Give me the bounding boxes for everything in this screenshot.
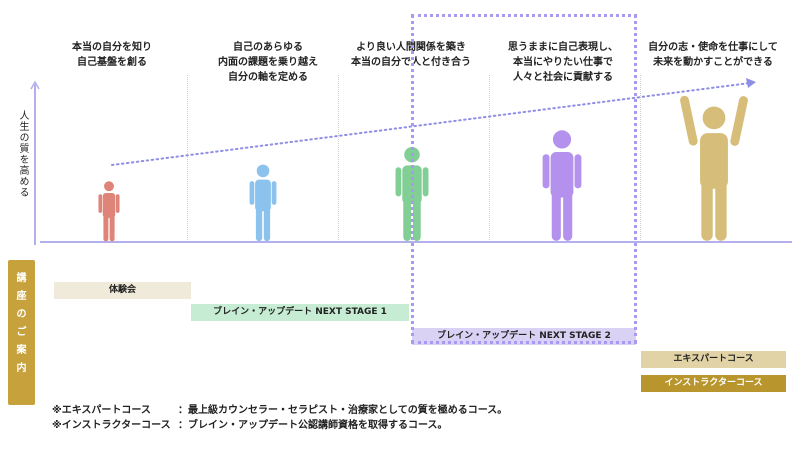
person-figure-stage-4-icon	[542, 130, 582, 241]
course-guide-label-text: 講 座 の ご 案 内	[16, 273, 27, 374]
trial-session-bar[interactable]: 体験会	[54, 282, 191, 299]
footnote-text: ：最上級カウンセラー・セラピスト・治療家としての質を極めるコース。	[178, 405, 508, 416]
column-separator	[489, 75, 490, 240]
column-separator	[338, 75, 339, 240]
column-separator	[640, 75, 641, 240]
next-stage-1-bar[interactable]: ブレイン・アップデート NEXT STAGE 1	[191, 304, 409, 321]
column-separator	[187, 75, 188, 240]
stage-5-title: 自分の志・使命を仕事にして 未来を動かすことができる	[648, 42, 778, 68]
stage-highlight-frame	[411, 14, 637, 344]
baseline	[40, 241, 792, 243]
y-axis-label: 人生の質を高める	[17, 110, 28, 198]
next-stage-2-bar[interactable]: ブレイン・アップデート NEXT STAGE 2	[412, 328, 636, 345]
person-figure-stage-2-icon	[249, 164, 277, 242]
footnote-expert: ※エキスパートコース ：最上級カウンセラー・セラピスト・治療家としての質を極める…	[52, 403, 507, 418]
footnote-key: ※インストラクターコース	[52, 420, 171, 431]
footnote-instructor: ※インストラクターコース ：ブレイン・アップデート公認講師資格を取得するコース。	[52, 418, 507, 433]
footnote-text: ：ブレイン・アップデート公認講師資格を取得するコース。	[178, 420, 448, 431]
instructor-course-bar[interactable]: インストラクターコース	[641, 375, 786, 392]
person-figure-stage-1-icon	[98, 181, 120, 242]
y-axis-arrow-icon	[30, 80, 40, 245]
stage-4-title: 思うままに自己表現し、 本当にやりたい仕事で 人々と社会に貢献する	[508, 42, 618, 83]
stage-1-title: 本当の自分を知り 自己基盤を創る	[72, 42, 152, 68]
footnote-key: ※エキスパートコース	[52, 405, 151, 416]
stage-2-title: 自己のあらゆる 内面の課題を乗り越え 自分の軸を定める	[218, 42, 318, 83]
footnotes: ※エキスパートコース ：最上級カウンセラー・セラピスト・治療家としての質を極める…	[52, 403, 507, 433]
expert-course-bar[interactable]: エキスパートコース	[641, 351, 786, 368]
person-figure-stage-5-cheering-icon	[680, 95, 748, 241]
course-guide-label: 講 座 の ご 案 内	[8, 260, 35, 405]
